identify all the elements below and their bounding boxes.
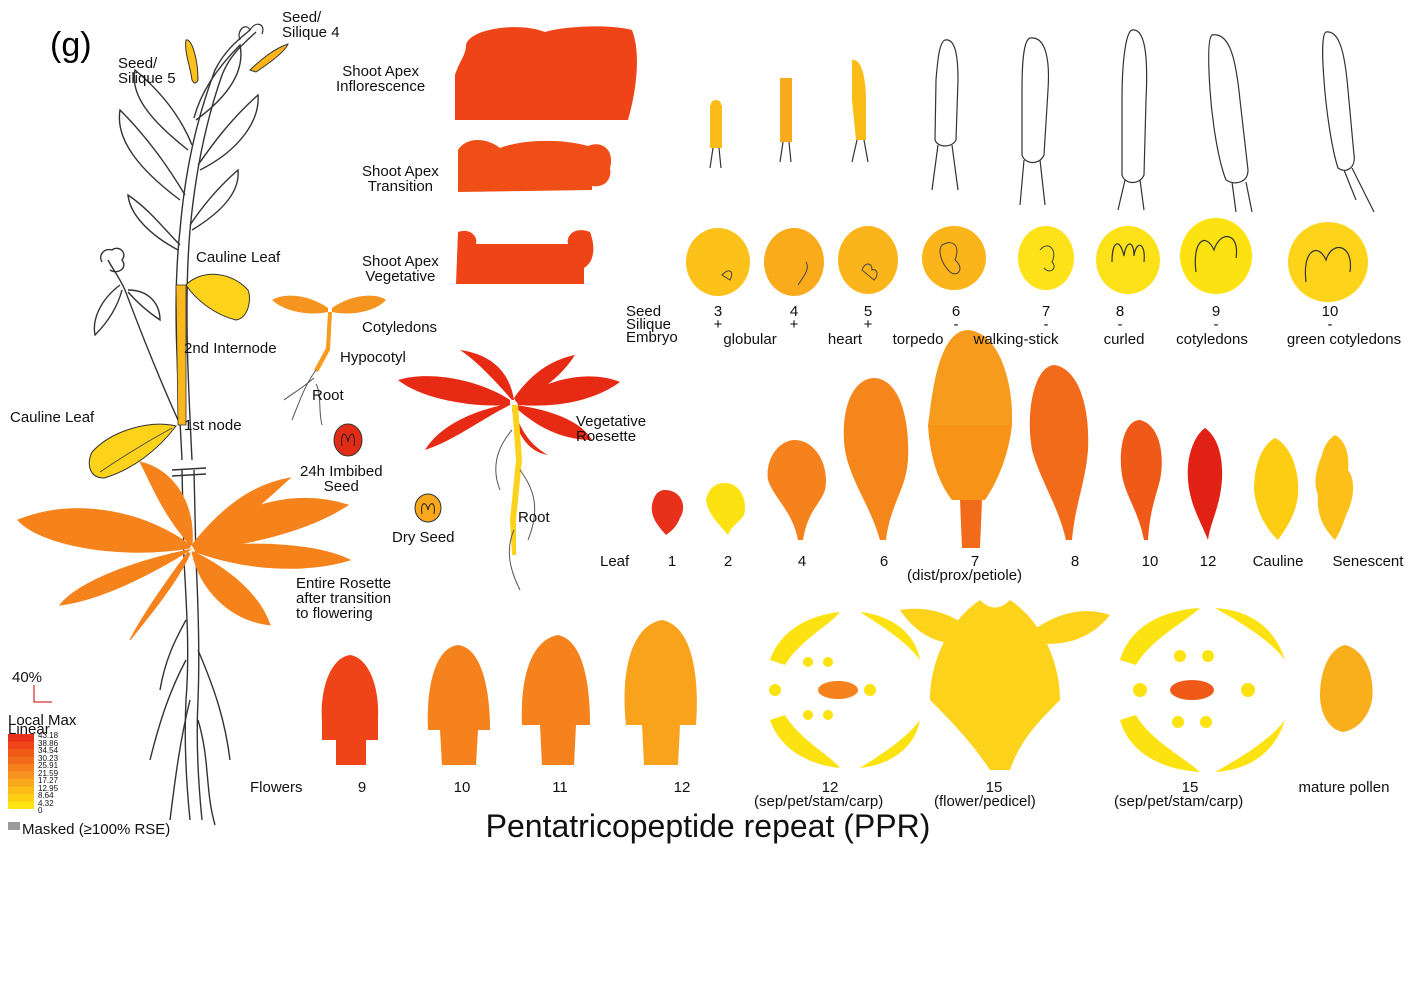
label-root: Root <box>312 388 344 403</box>
leaf-sublabel: (dist/prox/petiole) <box>907 568 1022 583</box>
flower-label-2: 11 <box>490 780 630 795</box>
figure-title: Pentatricopeptide repeat (PPR) <box>0 808 1416 844</box>
embryo-row <box>710 30 1374 212</box>
cauline-leaf-top <box>186 274 250 320</box>
label-imbibed-seed: 24h Imbibed Seed <box>300 464 383 494</box>
flower-label-7: mature pollen <box>1274 780 1414 795</box>
leaf-label-9: Senescent <box>1298 554 1416 569</box>
silique-4 <box>250 44 288 72</box>
seed-row-shapes <box>686 218 1368 302</box>
shoot-apex-inflorescence <box>455 26 637 120</box>
label-seed-silique-5: Seed/ Silique 5 <box>118 56 176 86</box>
shoot-apex-transition <box>458 140 611 192</box>
panel-label: (g) <box>50 28 92 62</box>
flower-row-shapes <box>322 600 1373 770</box>
label-cauline-leaf-left: Cauline Leaf <box>10 410 94 425</box>
label-entire-rosette: Entire Rosette after transition to flowe… <box>296 576 391 621</box>
embryo-stage-9: cotyledons <box>1142 332 1282 347</box>
label-vegetative-rosette: Vegetative Roesette <box>576 414 646 444</box>
label-dry-seed: Dry Seed <box>392 530 455 545</box>
legend-masked: Masked (≥100% RSE) <box>22 822 112 982</box>
label-shoot-apex-vegetative: Shoot Apex Vegetative <box>362 254 439 284</box>
label-seed-silique-4: Seed/ Silique 4 <box>282 10 340 40</box>
label-1st-node: 1st node <box>184 418 242 433</box>
flower-sublabel-3: (sep/pet/stam/carp) <box>1114 794 1243 809</box>
flower-sublabel-1: (sep/pet/stam/carp) <box>754 794 883 809</box>
label-root-2: Root <box>518 510 550 525</box>
flower-sublabel-2: (flower/pedicel) <box>934 794 1036 809</box>
label-cauline-leaf-top: Cauline Leaf <box>196 250 280 265</box>
label-cotyledons: Cotyledons <box>362 320 437 335</box>
label-2nd-internode: 2nd Internode <box>184 341 277 356</box>
flower-label-3: 12 <box>612 780 752 795</box>
leaf-row-shapes <box>652 330 1353 548</box>
embryo-head: Embryo <box>626 330 678 345</box>
label-shoot-apex-transition: Shoot Apex Transition <box>362 164 439 194</box>
label-hypocotyl: Hypocotyl <box>340 350 406 365</box>
embryo-stage-10: green cotyledons <box>1274 332 1414 347</box>
silique-5 <box>186 40 198 83</box>
shoot-apex-vegetative <box>456 230 593 284</box>
silique-mark-10: - <box>1260 317 1400 332</box>
label-shoot-apex-inflorescence: Shoot Apex Inflorescence <box>336 64 425 94</box>
